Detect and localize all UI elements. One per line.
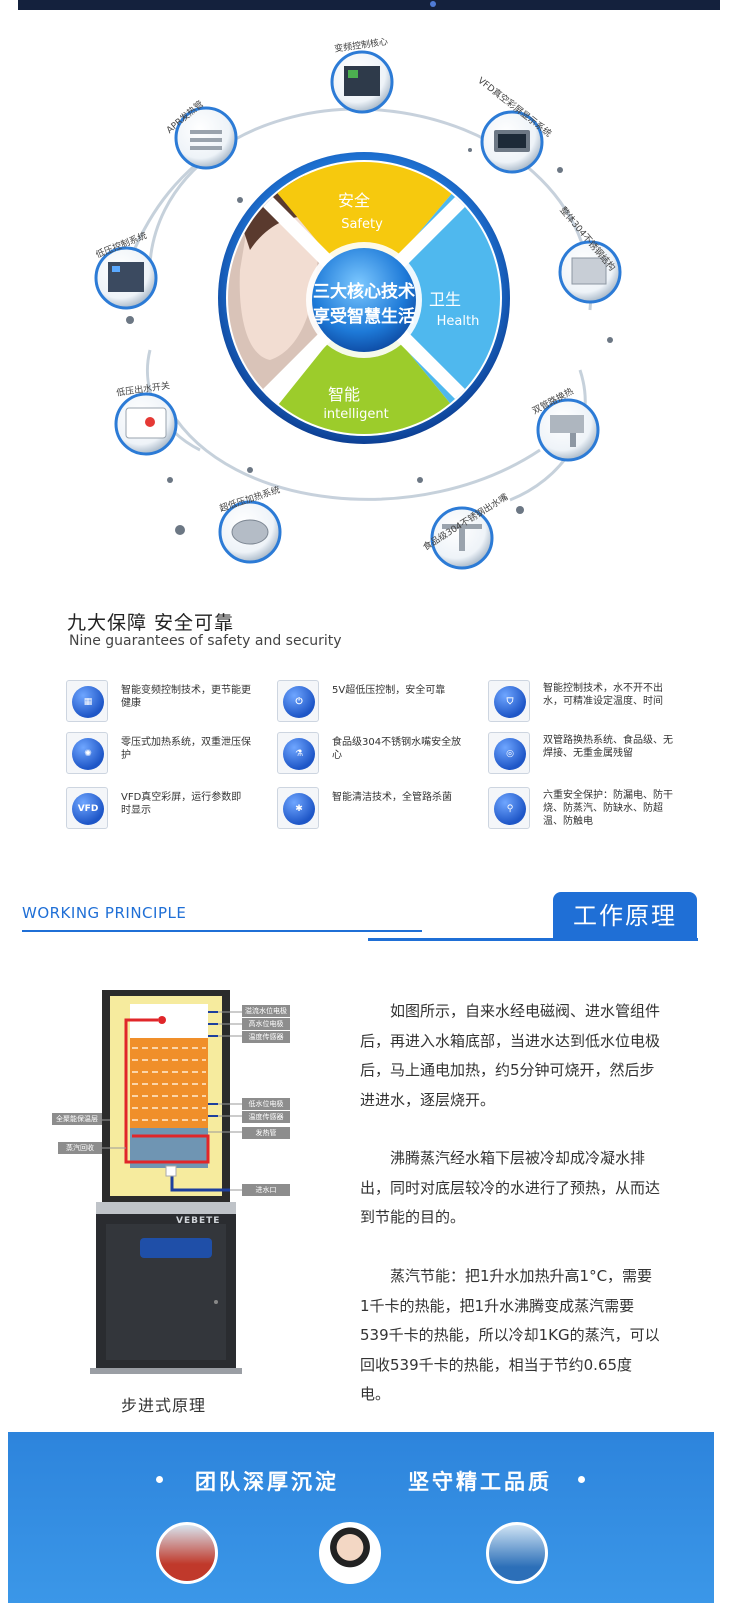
label-overflow-electrode: 溢流水位电极 xyxy=(242,1005,290,1017)
customer-service-avatar xyxy=(319,1522,381,1584)
guarantee-text: 零压式加热系统，双重泄压保护 xyxy=(121,737,251,761)
center-line-1: 三大核心技术 xyxy=(313,281,415,302)
label-steam-recovery: 蒸汽回收 xyxy=(58,1142,102,1154)
pipe-icon: ◎ xyxy=(488,732,530,774)
divider xyxy=(22,930,422,932)
team-photo-1 xyxy=(156,1522,218,1584)
brand-logo: VEBETE xyxy=(176,1216,221,1226)
core-tech-diagram: 安全 Safety 卫生 Health 智能 intelligent 三大核心技… xyxy=(0,10,738,590)
shield-icon: ⛉ xyxy=(488,680,530,722)
label-high-level-electrode: 高水位电极 xyxy=(242,1018,290,1030)
intelligent-quadrant xyxy=(250,298,480,434)
guarantee-text: 双管路换热系统、食品级、无焊接、无重金属残留 xyxy=(543,735,673,759)
guarantees-title: 九大保障 安全可靠 xyxy=(67,612,235,634)
principle-paragraph-1: 如图所示，自来水经电磁阀、进水管组件后，再进入水箱底部，当进水达到低水位电极后，… xyxy=(360,1002,661,1109)
guarantee-item: ⚲ 六重安全保护：防漏电、防干烧、防蒸汽、防缺水、防超温、防触电 xyxy=(488,787,698,831)
label-temp-sensor-top: 温度传感器 xyxy=(242,1031,290,1043)
working-principle-title-cn: 工作原理 xyxy=(553,892,697,940)
intelligent-cn: 智能 xyxy=(328,385,360,404)
indicator-dot xyxy=(430,1,436,7)
guarantee-item: ⛉ 智能控制技术，水不开不出水，可精准设定温度、时间 xyxy=(488,680,698,724)
chip-icon: ▦ xyxy=(66,680,108,722)
label-insulation-layer: 全聚能保温层 xyxy=(52,1113,102,1125)
guarantee-text: 智能控制技术，水不开不出水，可精准设定温度、时间 xyxy=(543,683,663,707)
power-icon: ⏻ xyxy=(277,680,319,722)
principle-paragraph-3: 蒸汽节能：把1升水加热升高1°C，需要1千卡的热能，把1升水沸腾变成蒸汽需要53… xyxy=(360,1267,660,1403)
banner-dot xyxy=(156,1476,163,1483)
valve-icon: ✺ xyxy=(66,732,108,774)
guarantee-item: ✺ 零压式加热系统，双重泄压保护 xyxy=(66,732,276,776)
center-line-2: 享受智慧生活 xyxy=(313,306,415,327)
feature-bubble-low-pressure-heating xyxy=(218,500,282,564)
safety-quadrant xyxy=(250,162,480,298)
center-circle xyxy=(312,248,416,352)
vfd-icon: VFD xyxy=(66,787,108,829)
feature-bubble-vfc-core xyxy=(330,50,394,114)
working-principle-title-en: WORKING PRINCIPLE xyxy=(22,904,187,922)
banner-dot xyxy=(578,1476,585,1483)
feature-bubble-steel-body xyxy=(558,240,622,304)
guarantee-item: ✱ 智能清洁技术，全管路杀菌 xyxy=(277,787,487,831)
feature-bubble-steel-tap xyxy=(536,398,600,462)
banner-right-text: 坚守精工品质 xyxy=(408,1470,552,1494)
divider xyxy=(368,938,698,941)
hero-svg: 安全 Safety 卫生 Health 智能 intelligent 三大核心技… xyxy=(94,50,622,570)
intelligent-en: intelligent xyxy=(323,407,388,422)
feature-bubble-low-pressure-switch xyxy=(114,392,178,456)
guarantee-text: VFD真空彩屏，运行参数即时显示 xyxy=(121,792,242,816)
label-water-inlet: 进水口 xyxy=(242,1184,290,1196)
guarantee-text: 智能清洁技术，全管路杀菌 xyxy=(332,792,452,803)
safety-cn: 安全 xyxy=(338,191,370,210)
guarantee-text: 六重安全保护：防漏电、防干烧、防蒸汽、防缺水、防超温、防触电 xyxy=(543,790,673,827)
guarantee-item: ⏻ 5V超低压控制，安全可靠 xyxy=(277,680,487,724)
team-banner: 团队深厚沉淀 坚守精工品质 xyxy=(8,1432,714,1603)
team-photo-2 xyxy=(486,1522,548,1584)
water-boiler-diagram: 溢流水位电极 高水位电极 温度传感器 低水位电极 温度传感器 发热管 进水口 全… xyxy=(40,980,330,1380)
guarantee-item: ◎ 双管路换热系统、食品级、无焊接、无重金属残留 xyxy=(488,732,698,776)
diagram-caption: 步进式原理 xyxy=(121,1396,207,1415)
banner-left-text: 团队深厚沉淀 xyxy=(195,1470,339,1494)
top-bar xyxy=(18,0,720,10)
health-en: Health xyxy=(437,314,480,329)
label-low-level-electrode: 低水位电极 xyxy=(242,1098,290,1110)
principle-paragraph-2: 沸腾蒸汽经水箱下层被冷却成冷凝水排出，同时对底层较冷的水进行了预热，从而达到节能… xyxy=(360,1149,661,1226)
feature-bubble-faucet xyxy=(430,506,494,570)
label-temp-sensor-bottom: 温度传感器 xyxy=(242,1111,290,1123)
feature-bubble-apr-heater xyxy=(174,106,238,170)
guarantee-item: ⚗ 食品级304不锈钢水嘴安全放心 xyxy=(277,732,487,776)
guarantee-item: ▦ 智能变频控制技术，更节能更健康 xyxy=(66,680,276,724)
guarantee-text: 食品级304不锈钢水嘴安全放心 xyxy=(332,737,462,761)
guarantee-text: 智能变频控制技术，更节能更健康 xyxy=(121,685,251,709)
safety-en: Safety xyxy=(341,217,383,232)
guarantee-item: VFD VFD真空彩屏，运行参数即时显示 xyxy=(66,787,276,831)
guarantee-text: 5V超低压控制，安全可靠 xyxy=(332,685,446,696)
health-cn: 卫生 xyxy=(429,290,461,309)
label-heating-tube: 发热管 xyxy=(242,1127,290,1139)
feature-bubble-vfd-screen xyxy=(480,110,544,174)
guarantees-subtitle: Nine guarantees of safety and security xyxy=(69,633,342,649)
flask-icon: ⚗ xyxy=(277,732,319,774)
tap-icon: ⚲ xyxy=(488,787,530,829)
bacteria-icon: ✱ xyxy=(277,787,319,829)
feature-bubble-low-pressure-control xyxy=(94,246,158,310)
vfd-badge: VFD xyxy=(72,793,104,825)
